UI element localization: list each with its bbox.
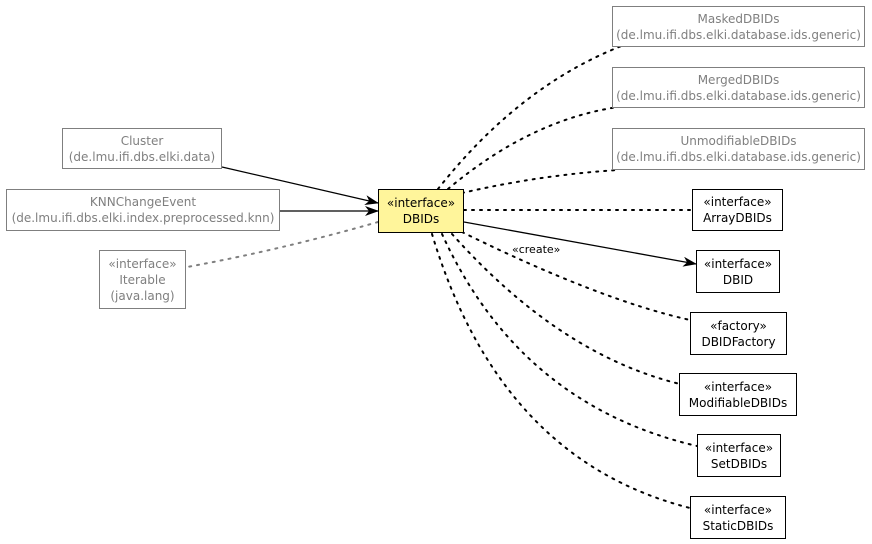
node-stereotype: «interface» — [703, 195, 772, 209]
node-dbids[interactable]: «interface» DBIDs — [378, 189, 464, 233]
node-knn-change-event[interactable]: KNNChangeEvent (de.lmu.ifi.dbs.elki.inde… — [6, 189, 280, 231]
node-stereotype: «interface» — [108, 256, 177, 271]
node-title: DBID — [722, 272, 754, 287]
edge-dbids-to-iterable — [186, 221, 379, 268]
node-array-dbids[interactable]: «interface» ArrayDBIDs — [692, 189, 783, 231]
node-title: DBIDs — [402, 212, 440, 226]
node-title: SetDBIDs — [710, 456, 768, 471]
node-title: StaticDBIDs — [702, 518, 774, 533]
node-title: MergedDBIDs — [697, 72, 780, 87]
node-title: MaskedDBIDs — [697, 11, 780, 26]
edge-dbids-to-dbidfactory — [461, 231, 691, 321]
node-title: Cluster — [120, 133, 164, 148]
node-title: UnmodifiableDBIDs — [680, 134, 797, 148]
node-merged-dbids[interactable]: MergedDBIDs (de.lmu.ifi.dbs.elki.databas… — [612, 67, 865, 108]
node-stereotype: «factory» — [710, 318, 767, 333]
node-package: (de.lmu.ifi.dbs.elki.database.ids.generi… — [616, 150, 861, 164]
node-title: DBIDFactory — [701, 334, 776, 349]
node-package: (java.lang) — [110, 288, 175, 303]
node-package: (de.lmu.ifi.dbs.elki.data) — [68, 149, 216, 164]
node-stereotype: «interface» — [703, 502, 773, 517]
node-title: ArrayDBIDs — [703, 211, 772, 225]
node-stereotype: «interface» — [704, 440, 774, 455]
node-title: ModifiableDBIDs — [688, 395, 788, 410]
node-package: (de.lmu.ifi.dbs.elki.index.preprocessed.… — [11, 211, 275, 225]
edge-dbids-to-setdbids — [441, 233, 698, 447]
node-package: (de.lmu.ifi.dbs.elki.database.ids.generi… — [616, 88, 861, 103]
edge-cluster-to-dbids — [221, 166, 379, 205]
node-dbid[interactable]: «interface» DBID — [696, 250, 780, 293]
edge-dbids-to-staticdbids — [431, 233, 691, 509]
edge-dbids-to-masked — [437, 44, 625, 190]
node-dbid-factory[interactable]: «factory» DBIDFactory — [690, 312, 787, 355]
edge-dbids-to-merged — [447, 106, 619, 190]
edge-dbids-to-modifiable — [451, 233, 681, 385]
node-static-dbids[interactable]: «interface» StaticDBIDs — [690, 496, 786, 539]
node-title: KNNChangeEvent — [89, 195, 197, 209]
node-modifiable-dbids[interactable]: «interface» ModifiableDBIDs — [679, 373, 797, 416]
edge-label-create: «create» — [512, 243, 561, 256]
node-package: (de.lmu.ifi.dbs.elki.database.ids.generi… — [616, 27, 861, 42]
node-stereotype: «interface» — [703, 379, 773, 394]
node-iterable[interactable]: «interface» Iterable (java.lang) — [99, 250, 186, 309]
edge-dbids-to-unmodifiable — [461, 169, 619, 194]
node-set-dbids[interactable]: «interface» SetDBIDs — [697, 434, 781, 477]
node-masked-dbids[interactable]: MaskedDBIDs (de.lmu.ifi.dbs.elki.databas… — [612, 6, 865, 47]
node-cluster[interactable]: Cluster (de.lmu.ifi.dbs.elki.data) — [62, 128, 222, 169]
node-stereotype: «interface» — [386, 196, 456, 210]
node-stereotype: «interface» — [703, 256, 773, 271]
node-unmodifiable-dbids[interactable]: UnmodifiableDBIDs (de.lmu.ifi.dbs.elki.d… — [612, 128, 865, 170]
node-title: Iterable — [119, 272, 166, 287]
edge-dbids-to-dbid — [463, 221, 697, 267]
